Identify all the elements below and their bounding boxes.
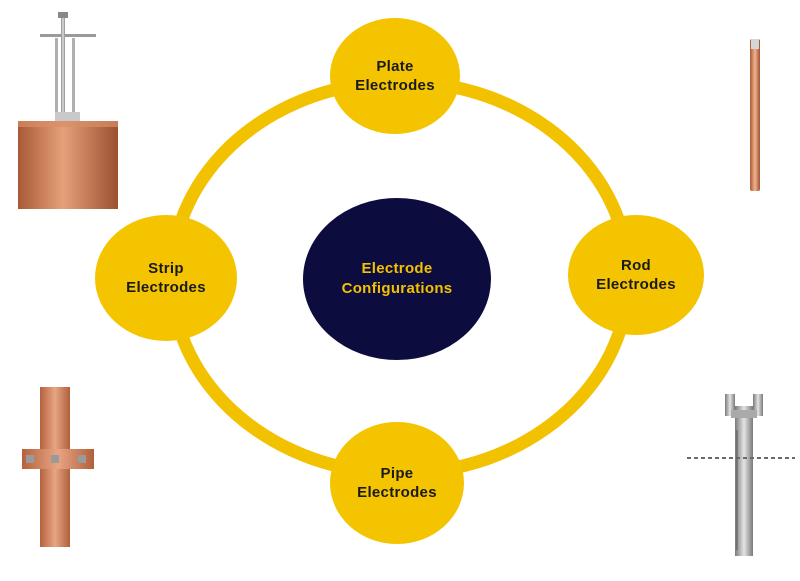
center-node: Electrode Configurations bbox=[303, 198, 491, 360]
node-plate-label: Plate Electrodes bbox=[355, 58, 435, 94]
center-label: Electrode Configurations bbox=[341, 260, 453, 297]
node-strip-electrodes: Strip Electrodes bbox=[95, 215, 237, 341]
node-plate-electrodes: Plate Electrodes bbox=[330, 18, 460, 134]
strip-electrode-image bbox=[22, 387, 94, 547]
node-pipe-label: Pipe Electrodes bbox=[357, 465, 437, 501]
node-strip-label: Strip Electrodes bbox=[126, 260, 206, 296]
node-pipe-electrodes: Pipe Electrodes bbox=[330, 422, 464, 544]
pipe-electrode-image bbox=[687, 394, 795, 556]
plate-electrode-image bbox=[18, 12, 118, 209]
node-rod-label: Rod Electrodes bbox=[596, 257, 676, 293]
node-rod-electrodes: Rod Electrodes bbox=[568, 215, 704, 335]
rod-electrode-image bbox=[750, 39, 760, 191]
